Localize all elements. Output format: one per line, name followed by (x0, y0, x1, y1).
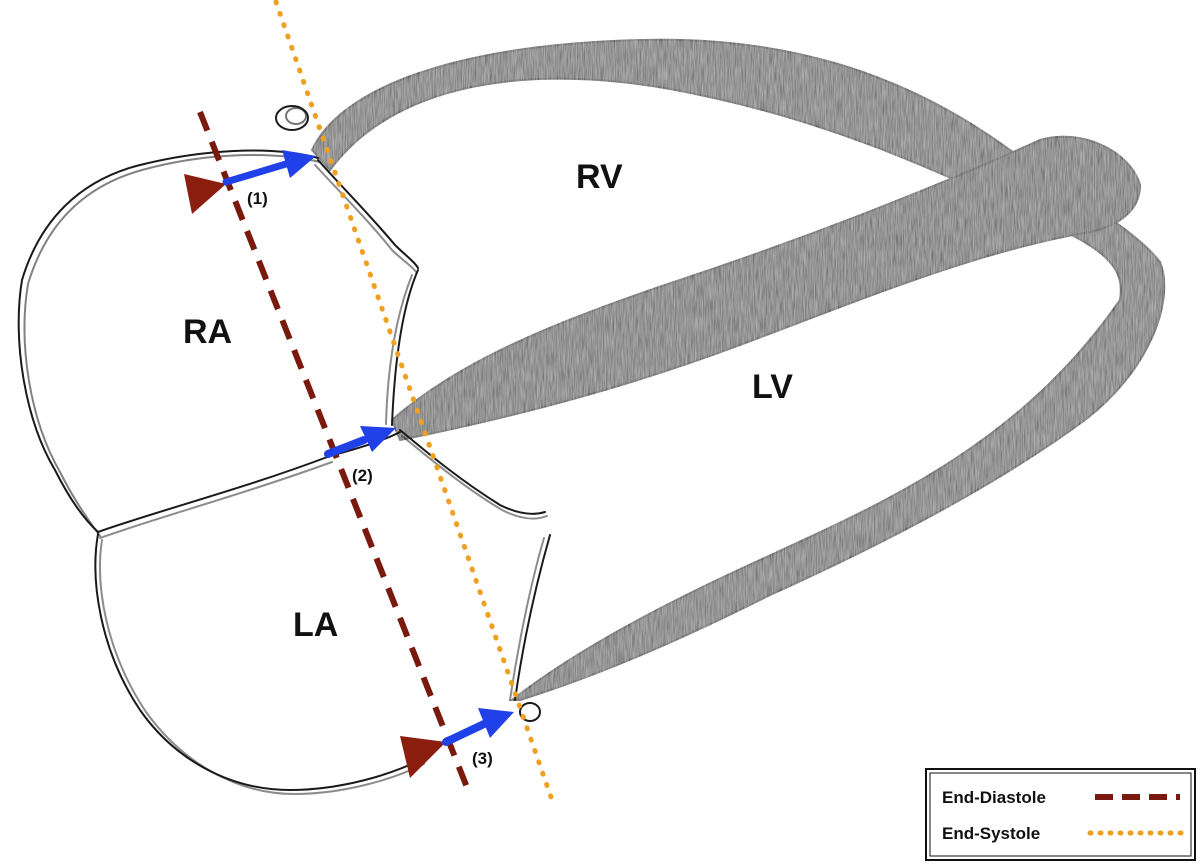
label-ra: RA (183, 313, 232, 351)
displacement-arrow-2 (324, 426, 396, 458)
arrow-label-2: (2) (352, 466, 373, 485)
displacement-arrow-3 (442, 708, 514, 746)
diastole-marker-top (184, 174, 226, 214)
displacement-arrow-1 (222, 150, 316, 186)
diastole-marker-bottom (400, 736, 446, 778)
end-systole-line (273, 0, 555, 803)
label-lv: LV (752, 368, 793, 406)
arrow-label-3: (3) (472, 749, 493, 768)
lv-myocardium-outer (310, 38, 1166, 701)
heart-outlines (17, 105, 551, 795)
label-rv: RV (576, 158, 623, 196)
label-la: LA (293, 606, 338, 644)
arrow-label-1: (1) (247, 189, 268, 208)
interventricular-septum (390, 135, 1142, 442)
legend-end-systole-label: End-Systole (942, 824, 1040, 843)
legend: End-Diastole End-Systole (925, 768, 1196, 861)
legend-end-diastole-label: End-Diastole (942, 788, 1046, 807)
